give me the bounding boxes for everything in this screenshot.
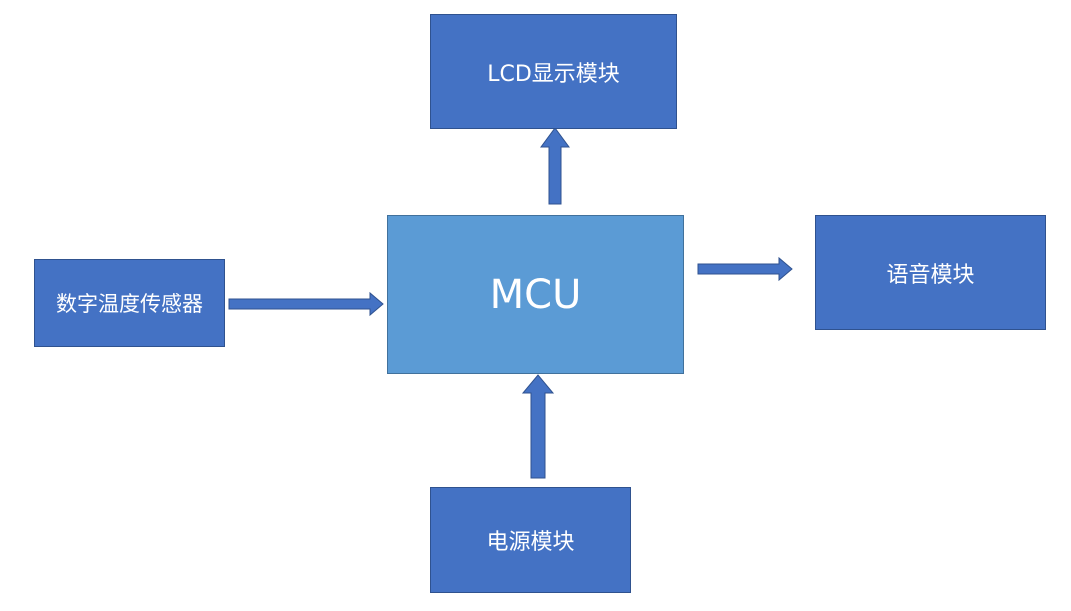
- mcu-block: MCU: [387, 215, 684, 374]
- power-module-label: 电源模块: [486, 530, 575, 555]
- arrow-power-to-mcu: [521, 374, 555, 479]
- digital-temperature-sensor: 数字温度传感器: [34, 259, 225, 347]
- mcu-label: MCU: [489, 271, 582, 318]
- voice-module: 语音模块: [815, 215, 1046, 330]
- arrow-mcu-to-lcd: [540, 127, 570, 205]
- voice-module-label: 语音模块: [886, 262, 975, 288]
- lcd-display-module: LCD显示模块: [430, 14, 677, 129]
- arrow-sensor-to-mcu: [228, 291, 384, 317]
- arrow-mcu-to-voice: [697, 256, 793, 282]
- lcd-display-module-label: LCD显示模块: [487, 61, 620, 87]
- digital-temperature-sensor-label: 数字温度传感器: [56, 292, 203, 316]
- power-module: 电源模块: [430, 487, 631, 593]
